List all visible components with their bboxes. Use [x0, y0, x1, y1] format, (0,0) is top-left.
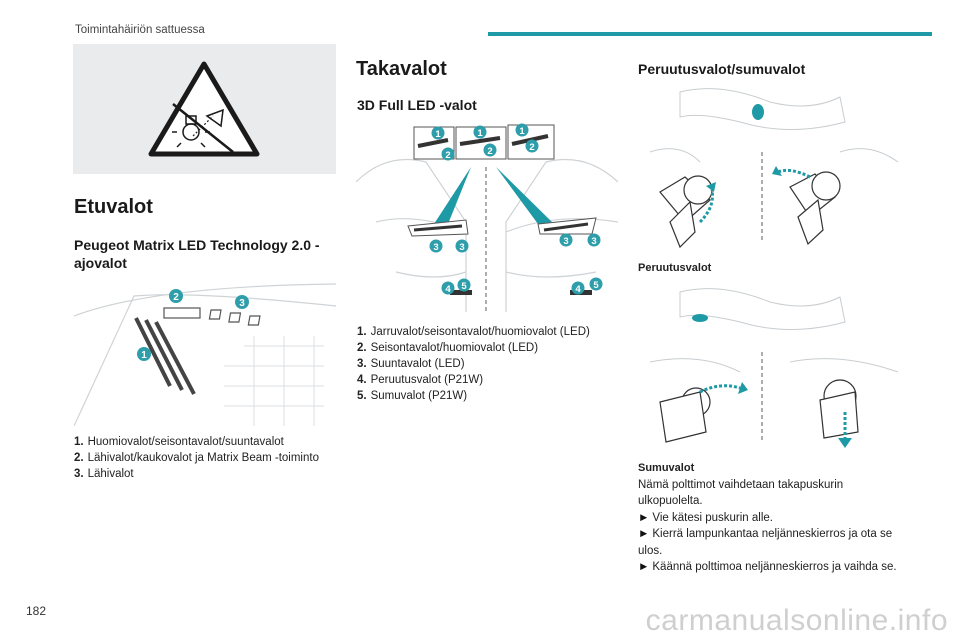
rear-lights-heading: Takavalot — [356, 58, 447, 80]
step-item: ►Vie kätesi puskurin alle. — [638, 511, 773, 524]
no-touch-hot-bulb-warning-icon — [148, 61, 260, 157]
svg-text:1: 1 — [435, 129, 441, 140]
header-accent-bar — [488, 32, 932, 36]
matrix-led-subheading: Peugeot Matrix LED Technology 2.0 -ajova… — [74, 237, 320, 271]
reverse-fog-heading: Peruutusvalot/sumuvalot — [638, 61, 806, 77]
fog-instructions: Sumuvalot Nämä polttimot vaihdetaan taka… — [638, 460, 908, 576]
front-lights-heading: Etuvalot — [74, 196, 153, 218]
svg-text:2: 2 — [487, 146, 492, 157]
intro-text: Nämä polttimot vaihdetaan takapuskurin u… — [638, 478, 844, 508]
fog-light-illustration — [640, 282, 902, 452]
svg-text:3: 3 — [433, 242, 438, 253]
callout-2: 2 — [173, 292, 179, 303]
legend-item: 2.Seisontavalot/huomiovalot (LED) — [357, 342, 539, 354]
step-item: ►Käännä polttimoa neljänneskierros ja va… — [638, 561, 897, 573]
svg-text:4: 4 — [575, 284, 581, 295]
svg-text:2: 2 — [529, 142, 534, 153]
watermark: carmanualsonline.info — [645, 604, 948, 637]
reverse-light-illustration — [640, 82, 902, 250]
full-led-subheading: 3D Full LED -valot — [357, 97, 477, 113]
svg-text:3: 3 — [459, 242, 464, 253]
svg-text:3: 3 — [563, 236, 568, 247]
reverse-caption: Peruutusvalot — [638, 262, 712, 274]
svg-text:1: 1 — [519, 126, 525, 137]
warning-panel — [73, 44, 336, 174]
svg-text:4: 4 — [445, 284, 451, 295]
legend-item: 5.Sumuvalot (P21W) — [357, 390, 468, 402]
svg-text:1: 1 — [477, 128, 483, 139]
legend-item: 1.Jarruvalot/seisontavalot/huomiovalot (… — [357, 326, 590, 338]
step-item: ►Kierrä lampunkantaa neljänneskierros ja… — [638, 528, 893, 557]
rear-lights-illustration: 1 1 1 2 2 2 3 3 3 3 4 5 4 5 — [355, 122, 619, 314]
front-headlight-illustration: 2 3 1 — [73, 276, 337, 428]
legend-item: 3.Suuntavalot (LED) — [357, 358, 465, 370]
page-number: 182 — [26, 604, 47, 618]
legend-item: 2.Lähivalot/kaukovalot ja Matrix Beam -t… — [74, 452, 319, 464]
svg-text:5: 5 — [461, 281, 467, 292]
legend-item: 1.Huomiovalot/seisontavalot/suuntavalot — [74, 436, 284, 448]
front-legend: 1.Huomiovalot/seisontavalot/suuntavalot … — [74, 434, 344, 482]
svg-text:2: 2 — [445, 150, 450, 161]
callout-1: 1 — [141, 350, 147, 361]
callout-3: 3 — [239, 298, 245, 309]
legend-item: 4.Peruutusvalot (P21W) — [357, 374, 484, 386]
fog-caption: Sumuvalot — [638, 462, 695, 474]
svg-text:3: 3 — [591, 236, 596, 247]
rear-legend: 1.Jarruvalot/seisontavalot/huomiovalot (… — [357, 324, 627, 404]
legend-item: 3.Lähivalot — [74, 468, 134, 480]
svg-text:5: 5 — [593, 280, 599, 291]
running-title: Toimintahäiriön sattuessa — [75, 24, 205, 36]
